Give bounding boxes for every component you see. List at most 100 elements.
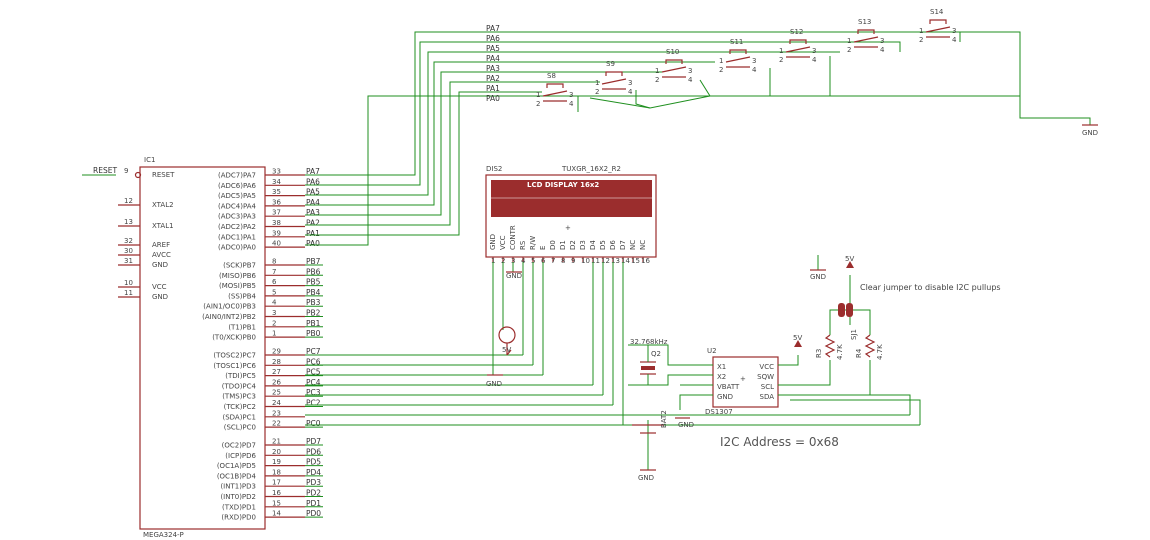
lcd-pin-number: 12	[601, 257, 610, 265]
mcu-left-pin-label: AREF	[152, 241, 170, 249]
mcu-net-label: PA6	[306, 177, 320, 186]
pot-5v-label: 5V	[502, 346, 511, 354]
rtc-gnd-label: GND	[678, 421, 694, 429]
lcd-pin-number: 8	[561, 257, 565, 265]
mcu-left-pin-number: 31	[124, 257, 133, 265]
mcu-right-pin-label: (TOSC2)PC7	[213, 352, 256, 360]
lcd-pin-number: 6	[541, 257, 546, 265]
mcu-net-label: PD1	[306, 499, 321, 508]
mcu-right-pin-label: (AIN1/OC0)PB3	[203, 303, 256, 311]
lcd-pin-number: 11	[591, 257, 600, 265]
lcd-pin-number: 7	[551, 257, 555, 265]
mcu-right-pin-number: 33	[272, 168, 281, 176]
mcu-right-pin-label: (ADC0)PA0	[218, 244, 256, 252]
lcd-pin-label: D6	[609, 240, 617, 250]
lcd-pin-label: D4	[589, 240, 597, 250]
reset-net: RESET	[82, 166, 142, 179]
mcu-left-pin-number: 9	[124, 167, 128, 175]
svg-text:4: 4	[628, 88, 633, 96]
lcd-dis2: DIS2 TUXGR_16X2_R2 LCD DISPLAY 16x2 + GN…	[485, 165, 657, 265]
contrast-pot	[498, 326, 516, 344]
svg-text:4: 4	[880, 46, 885, 54]
mcu-value: MEGA324-P	[143, 531, 184, 539]
mcu-net-label: PC3	[306, 388, 321, 397]
mcu-name: IC1	[144, 156, 155, 164]
lcd-pin-label: D3	[579, 240, 587, 250]
gnd-label: GND	[1082, 129, 1098, 137]
mcu-right-pin-label: (TCK)PC2	[224, 403, 256, 411]
svg-text:1: 1	[536, 91, 540, 99]
mcu-left-pin-number: 13	[124, 218, 133, 226]
rtc-pin-scl: SCL	[761, 383, 774, 391]
mcu-right-pin-number: 21	[272, 438, 281, 446]
mcu-right-pin-number: 25	[272, 389, 281, 397]
mcu-right-pin-number: 16	[272, 489, 281, 497]
mcu-right-pin-label: (AIN0/INT2)PB2	[202, 313, 256, 321]
mcu-net-label: PB4	[306, 288, 321, 297]
mcu-right-pin-label: (OC2)PD7	[222, 442, 256, 450]
mcu-right-pin-number: 23	[272, 409, 281, 417]
mcu-left-pin-number: 10	[124, 279, 133, 287]
mcu-right-pin-number: 3	[272, 309, 276, 317]
reset-net-label: RESET	[93, 166, 117, 175]
rtc-vcc-supply: 5V	[793, 334, 802, 347]
svg-text:2: 2	[847, 46, 851, 54]
mcu-right-pin-label: (T1)PB1	[228, 323, 256, 331]
mcu-net-label: PB1	[306, 319, 321, 328]
mcu-right-pin-number: 2	[272, 319, 276, 327]
mcu-body	[139, 166, 266, 530]
mcu-right-pin-label: (OC1A)PD5	[217, 462, 256, 470]
svg-text:3: 3	[952, 27, 956, 35]
mcu-left-pin-label: RESET	[152, 171, 175, 179]
rtc-u2: U2 DS1307 + X1 X2 VBATT GND VCC SQW SCL …	[705, 347, 779, 416]
svg-text:3: 3	[628, 79, 632, 87]
mcu-net-label: PA0	[306, 239, 320, 248]
svg-text:3: 3	[688, 67, 692, 75]
rtc-pin-sda: SDA	[760, 393, 775, 401]
lcd-pin-label: E	[539, 246, 547, 250]
jumper-note: Clear jumper to disable I2C pullups	[860, 283, 1001, 292]
mcu-left-pin-number: 11	[124, 289, 133, 297]
lcd-pin-label: RS	[519, 240, 527, 250]
svg-text:1: 1	[779, 47, 783, 55]
mcu-net-label: PA1	[306, 229, 320, 238]
mcu-net-label: PB0	[306, 329, 321, 338]
mcu-right-pin-number: 18	[272, 468, 281, 476]
lcd-screen-text: LCD DISPLAY 16x2	[527, 181, 599, 189]
jumper-5v-label: 5V	[845, 255, 854, 263]
mcu-left-pin-label: XTAL2	[152, 201, 174, 209]
switch-name: S13	[858, 18, 871, 26]
mcu-right-pin-label: (MISO)PB6	[219, 272, 257, 280]
mcu-right-pin-number: 20	[272, 448, 281, 456]
mcu-right-pin-number: 8	[272, 258, 276, 266]
svg-text:2: 2	[655, 76, 659, 84]
mcu-right-pin-number: 34	[272, 178, 281, 186]
mcu-net-label: PB2	[306, 309, 321, 318]
mcu-right-pin-number: 26	[272, 378, 281, 386]
mcu-right-pin-number: 14	[272, 510, 281, 518]
mcu-right-pin-number: 15	[272, 499, 281, 507]
mcu-right-pin-number: 1	[272, 330, 276, 338]
lcd-pin-label: R/W	[529, 236, 537, 250]
porta-bus-label: PA4	[486, 54, 500, 63]
mcu-right-pin-number: 35	[272, 188, 281, 196]
mcu-left-pin-number: 30	[124, 247, 133, 255]
mcu-right-pin-number: 5	[272, 288, 276, 296]
mcu-net-label: PA5	[306, 188, 320, 197]
lcd-pin-label: NC	[629, 240, 637, 250]
crystal-name: Q2	[651, 350, 661, 358]
mcu-net-label: PC6	[306, 357, 321, 366]
mcu-right-pin-number: 29	[272, 348, 281, 356]
mcu-right-pin-label: (INT1)PD3	[220, 483, 256, 491]
jumper-gnd-label: GND	[810, 273, 826, 281]
mcu-net-label: PB3	[306, 298, 321, 307]
svg-text:1: 1	[595, 79, 599, 87]
svg-text:4: 4	[569, 100, 574, 108]
mcu-net-label: PD6	[306, 447, 321, 456]
lcd-pin-number: 2	[501, 257, 505, 265]
lcd-pin-number: 13	[611, 257, 620, 265]
